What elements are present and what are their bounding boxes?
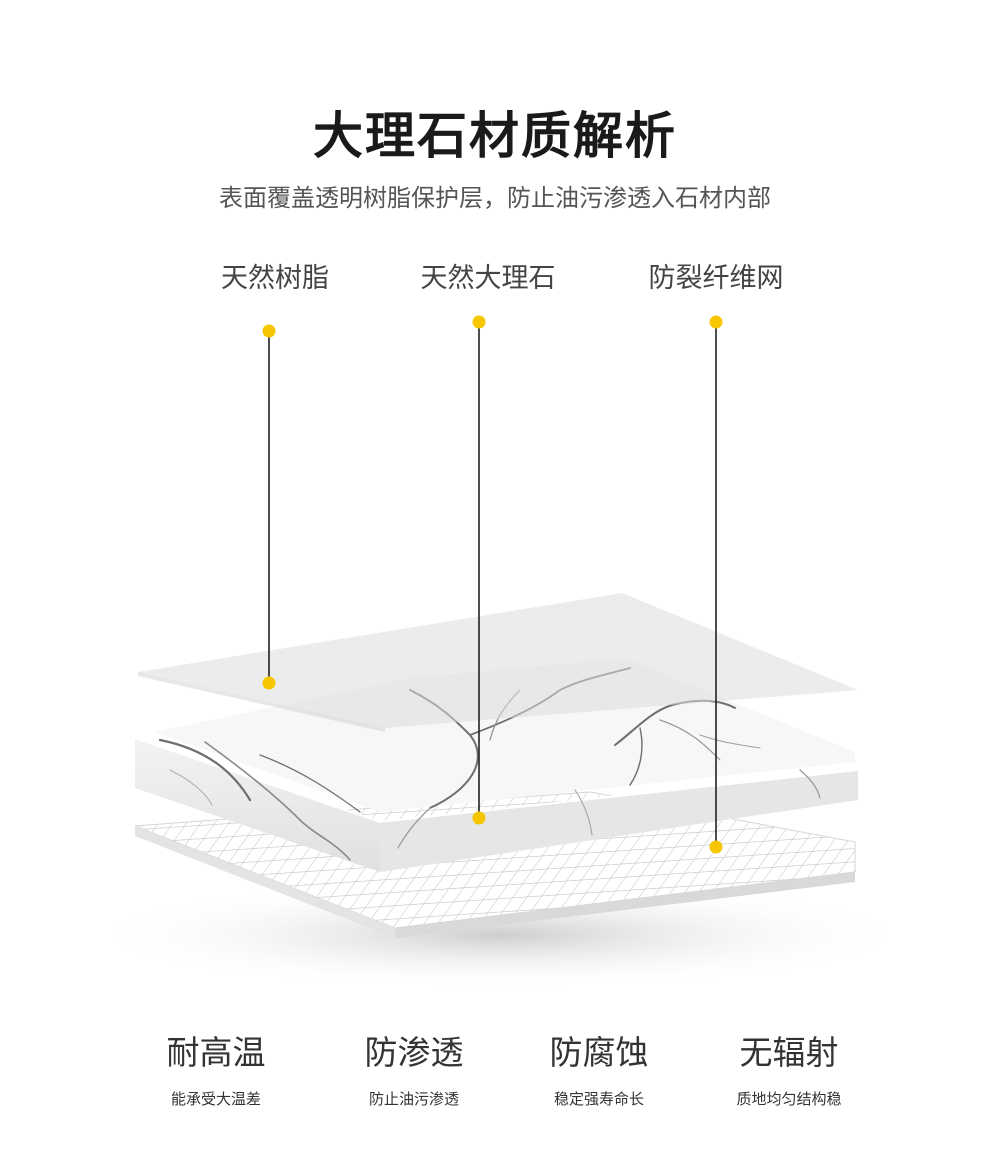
page-subtitle: 表面覆盖透明树脂保护层，防止油污渗透入石材内部 (219, 184, 771, 212)
feature-no-radiation: 无辐射 质地均匀结构稳 (689, 1026, 889, 1109)
feature-subtitle: 防止油污渗透 (368, 1090, 459, 1108)
marker-dot (472, 811, 486, 825)
feature-title: 耐高温 (166, 1033, 266, 1072)
marker-dot (709, 315, 723, 329)
layer-label-resin: 天然树脂 (221, 263, 329, 294)
feature-subtitle: 能承受大温差 (170, 1090, 261, 1108)
layer-label-marble: 天然大理石 (420, 263, 556, 294)
feature-title: 防渗透 (364, 1033, 464, 1072)
marker-dot (262, 676, 276, 690)
marker-dot (709, 840, 723, 854)
floor-shadow (80, 880, 920, 990)
feature-subtitle: 稳定强寿命长 (553, 1090, 644, 1108)
marker-dots (262, 315, 723, 854)
leader-lines (268, 322, 717, 847)
feature-subtitle: 质地均匀结构稳 (736, 1090, 842, 1108)
marker-dot (262, 324, 276, 338)
feature-heat-resistant: 耐高温 能承受大温差 (116, 1026, 316, 1109)
page-title: 大理石材质解析 (313, 107, 677, 165)
resin-layer (138, 593, 858, 732)
feature-title: 无辐射 (739, 1033, 839, 1072)
feature-anti-seepage: 防渗透 防止油污渗透 (314, 1026, 514, 1109)
marker-dot (472, 315, 486, 329)
feature-title: 防腐蚀 (549, 1033, 649, 1072)
layer-label-mesh: 防裂纤维网 (648, 263, 784, 294)
feature-anti-corrosion: 防腐蚀 稳定强寿命长 (499, 1026, 699, 1109)
